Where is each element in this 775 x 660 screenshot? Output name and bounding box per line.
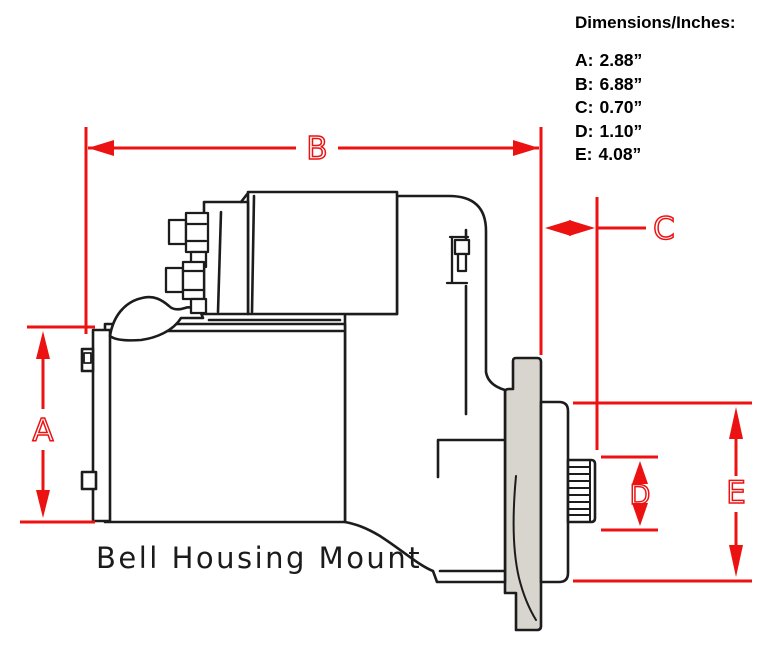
solenoid-rim-seam — [250, 194, 256, 314]
through-bolt-lower — [80, 470, 98, 491]
legend-label-d: D: — [575, 120, 594, 141]
dimension-c: C — [545, 197, 676, 450]
cable-hump — [108, 295, 205, 342]
legend-item-e: E:4.08” — [575, 143, 736, 167]
terminal-bolt-upper — [167, 211, 210, 254]
d-arrowhead-up — [632, 461, 648, 484]
legend-label-a: A: — [575, 50, 594, 70]
c-arrowhead-left — [545, 220, 571, 236]
legend-item-a: A:2.88” — [575, 49, 736, 73]
a-arrowhead-down — [36, 490, 50, 518]
legend-value-e: 4.08” — [598, 144, 642, 164]
b-arrowhead-right — [513, 140, 539, 156]
b-arrowhead-left — [88, 140, 114, 156]
legend-label-e: E: — [575, 144, 593, 164]
dimension-letter-e: E — [726, 475, 746, 511]
dimension-e: E — [573, 401, 752, 583]
dimension-annotations: B A C — [20, 127, 752, 583]
solenoid — [202, 190, 399, 316]
drive-housing — [343, 194, 507, 584]
d-arrowhead-down — [632, 503, 648, 526]
legend-title: Dimensions/Inches: — [575, 13, 736, 32]
housing-rib-line — [436, 438, 507, 479]
end-cap-seam — [216, 210, 223, 314]
legend-value-c: 0.70” — [599, 97, 643, 117]
dimension-letter-a: A — [32, 413, 53, 449]
flange-curvature-line — [512, 475, 537, 621]
pinion-shaft — [566, 458, 597, 524]
dimension-a: A — [20, 325, 95, 524]
a-arrowhead-up — [36, 331, 50, 359]
solenoid-end-cap — [202, 200, 250, 316]
dimension-b: B — [84, 127, 543, 355]
dimension-d: D — [601, 455, 658, 532]
e-arrowhead-up — [729, 407, 743, 439]
dimension-letter-d: D — [630, 480, 651, 511]
legend-value-a: 2.88” — [599, 50, 643, 70]
dimension-letter-c: C — [653, 211, 675, 247]
motor-body — [103, 318, 347, 524]
end-cap-step — [189, 297, 208, 315]
mounting-flange — [503, 356, 543, 632]
nose-cone — [539, 400, 570, 584]
legend-item-c: C:0.70” — [575, 96, 736, 120]
rear-end-cap — [80, 328, 112, 523]
terminal-bolt-lower — [164, 260, 206, 301]
bell-housing-mount-caption: Bell Housing Mount — [96, 541, 422, 575]
dimension-letter-b: B — [306, 131, 327, 167]
legend-value-d: 1.10” — [599, 120, 643, 141]
legend-item-d: D:1.10” — [575, 120, 736, 144]
spade-terminal — [445, 235, 471, 285]
starter-motor-drawing — [80, 190, 597, 632]
legend-value-b: 6.88” — [599, 73, 643, 94]
legend-label-c: C: — [575, 97, 594, 117]
legend-item-b: B:6.88” — [575, 73, 736, 97]
c-arrowhead-right — [569, 220, 595, 236]
e-arrowhead-down — [729, 545, 743, 577]
legend-label-b: B: — [575, 73, 594, 94]
spline-teeth — [568, 460, 591, 522]
dimensions-legend: Dimensions/Inches: A:2.88” B:6.88” C:0.7… — [575, 13, 736, 167]
